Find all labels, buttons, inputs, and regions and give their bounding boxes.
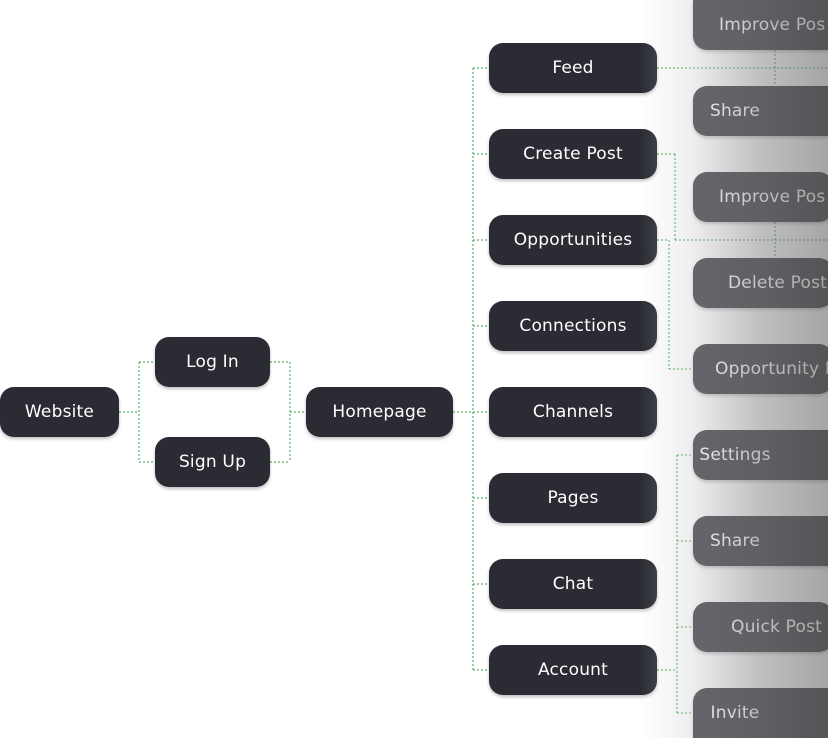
node-label: Share	[709, 531, 761, 551]
node-create-improve-post: Improve Pos	[693, 172, 828, 222]
node-create-post: Create Post	[489, 129, 657, 179]
node-label: Invite	[710, 703, 760, 723]
node-label: Homepage	[332, 402, 427, 422]
node-opportunity: Opportunity I	[693, 344, 828, 394]
node-account: Account	[489, 645, 657, 695]
node-sign-up: Sign Up	[155, 437, 270, 487]
node-settings: Settings	[693, 430, 828, 480]
node-opportunities: Opportunities	[489, 215, 657, 265]
node-log-in: Log In	[155, 337, 270, 387]
node-label: Opportunities	[513, 230, 633, 250]
node-label: Feed	[552, 58, 594, 78]
node-label: Log In	[186, 352, 239, 372]
node-label: Create Post	[523, 144, 623, 164]
node-create-delete-post: Delete Post	[693, 258, 828, 308]
node-chat: Chat	[489, 559, 657, 609]
node-label: Account	[537, 660, 609, 680]
node-label: Delete Post	[728, 273, 828, 293]
node-label: Share	[709, 101, 761, 121]
node-label: Website	[24, 402, 95, 422]
node-label: Improve Pos	[719, 15, 826, 35]
node-channels: Channels	[489, 387, 657, 437]
node-label: Channels	[532, 402, 614, 422]
node-label: Settings	[699, 445, 771, 465]
node-label: Chat	[552, 574, 594, 594]
node-feed-share: Share	[693, 86, 828, 136]
node-label: Sign Up	[178, 452, 247, 472]
node-label: Opportunity I	[715, 359, 828, 379]
node-label: Connections	[519, 316, 627, 336]
node-website: Website	[0, 387, 119, 437]
node-connections: Connections	[489, 301, 657, 351]
node-account-share: Share	[693, 516, 828, 566]
node-invite: Invite	[693, 688, 828, 738]
node-feed: Feed	[489, 43, 657, 93]
node-label: Improve Pos	[719, 187, 826, 207]
node-pages: Pages	[489, 473, 657, 523]
node-label: Pages	[547, 488, 599, 508]
node-label: Quick Post	[731, 617, 823, 637]
node-quick-post: Quick Post	[693, 602, 828, 652]
node-feed-improve-post: Improve Pos	[693, 0, 828, 50]
node-homepage: Homepage	[306, 387, 453, 437]
